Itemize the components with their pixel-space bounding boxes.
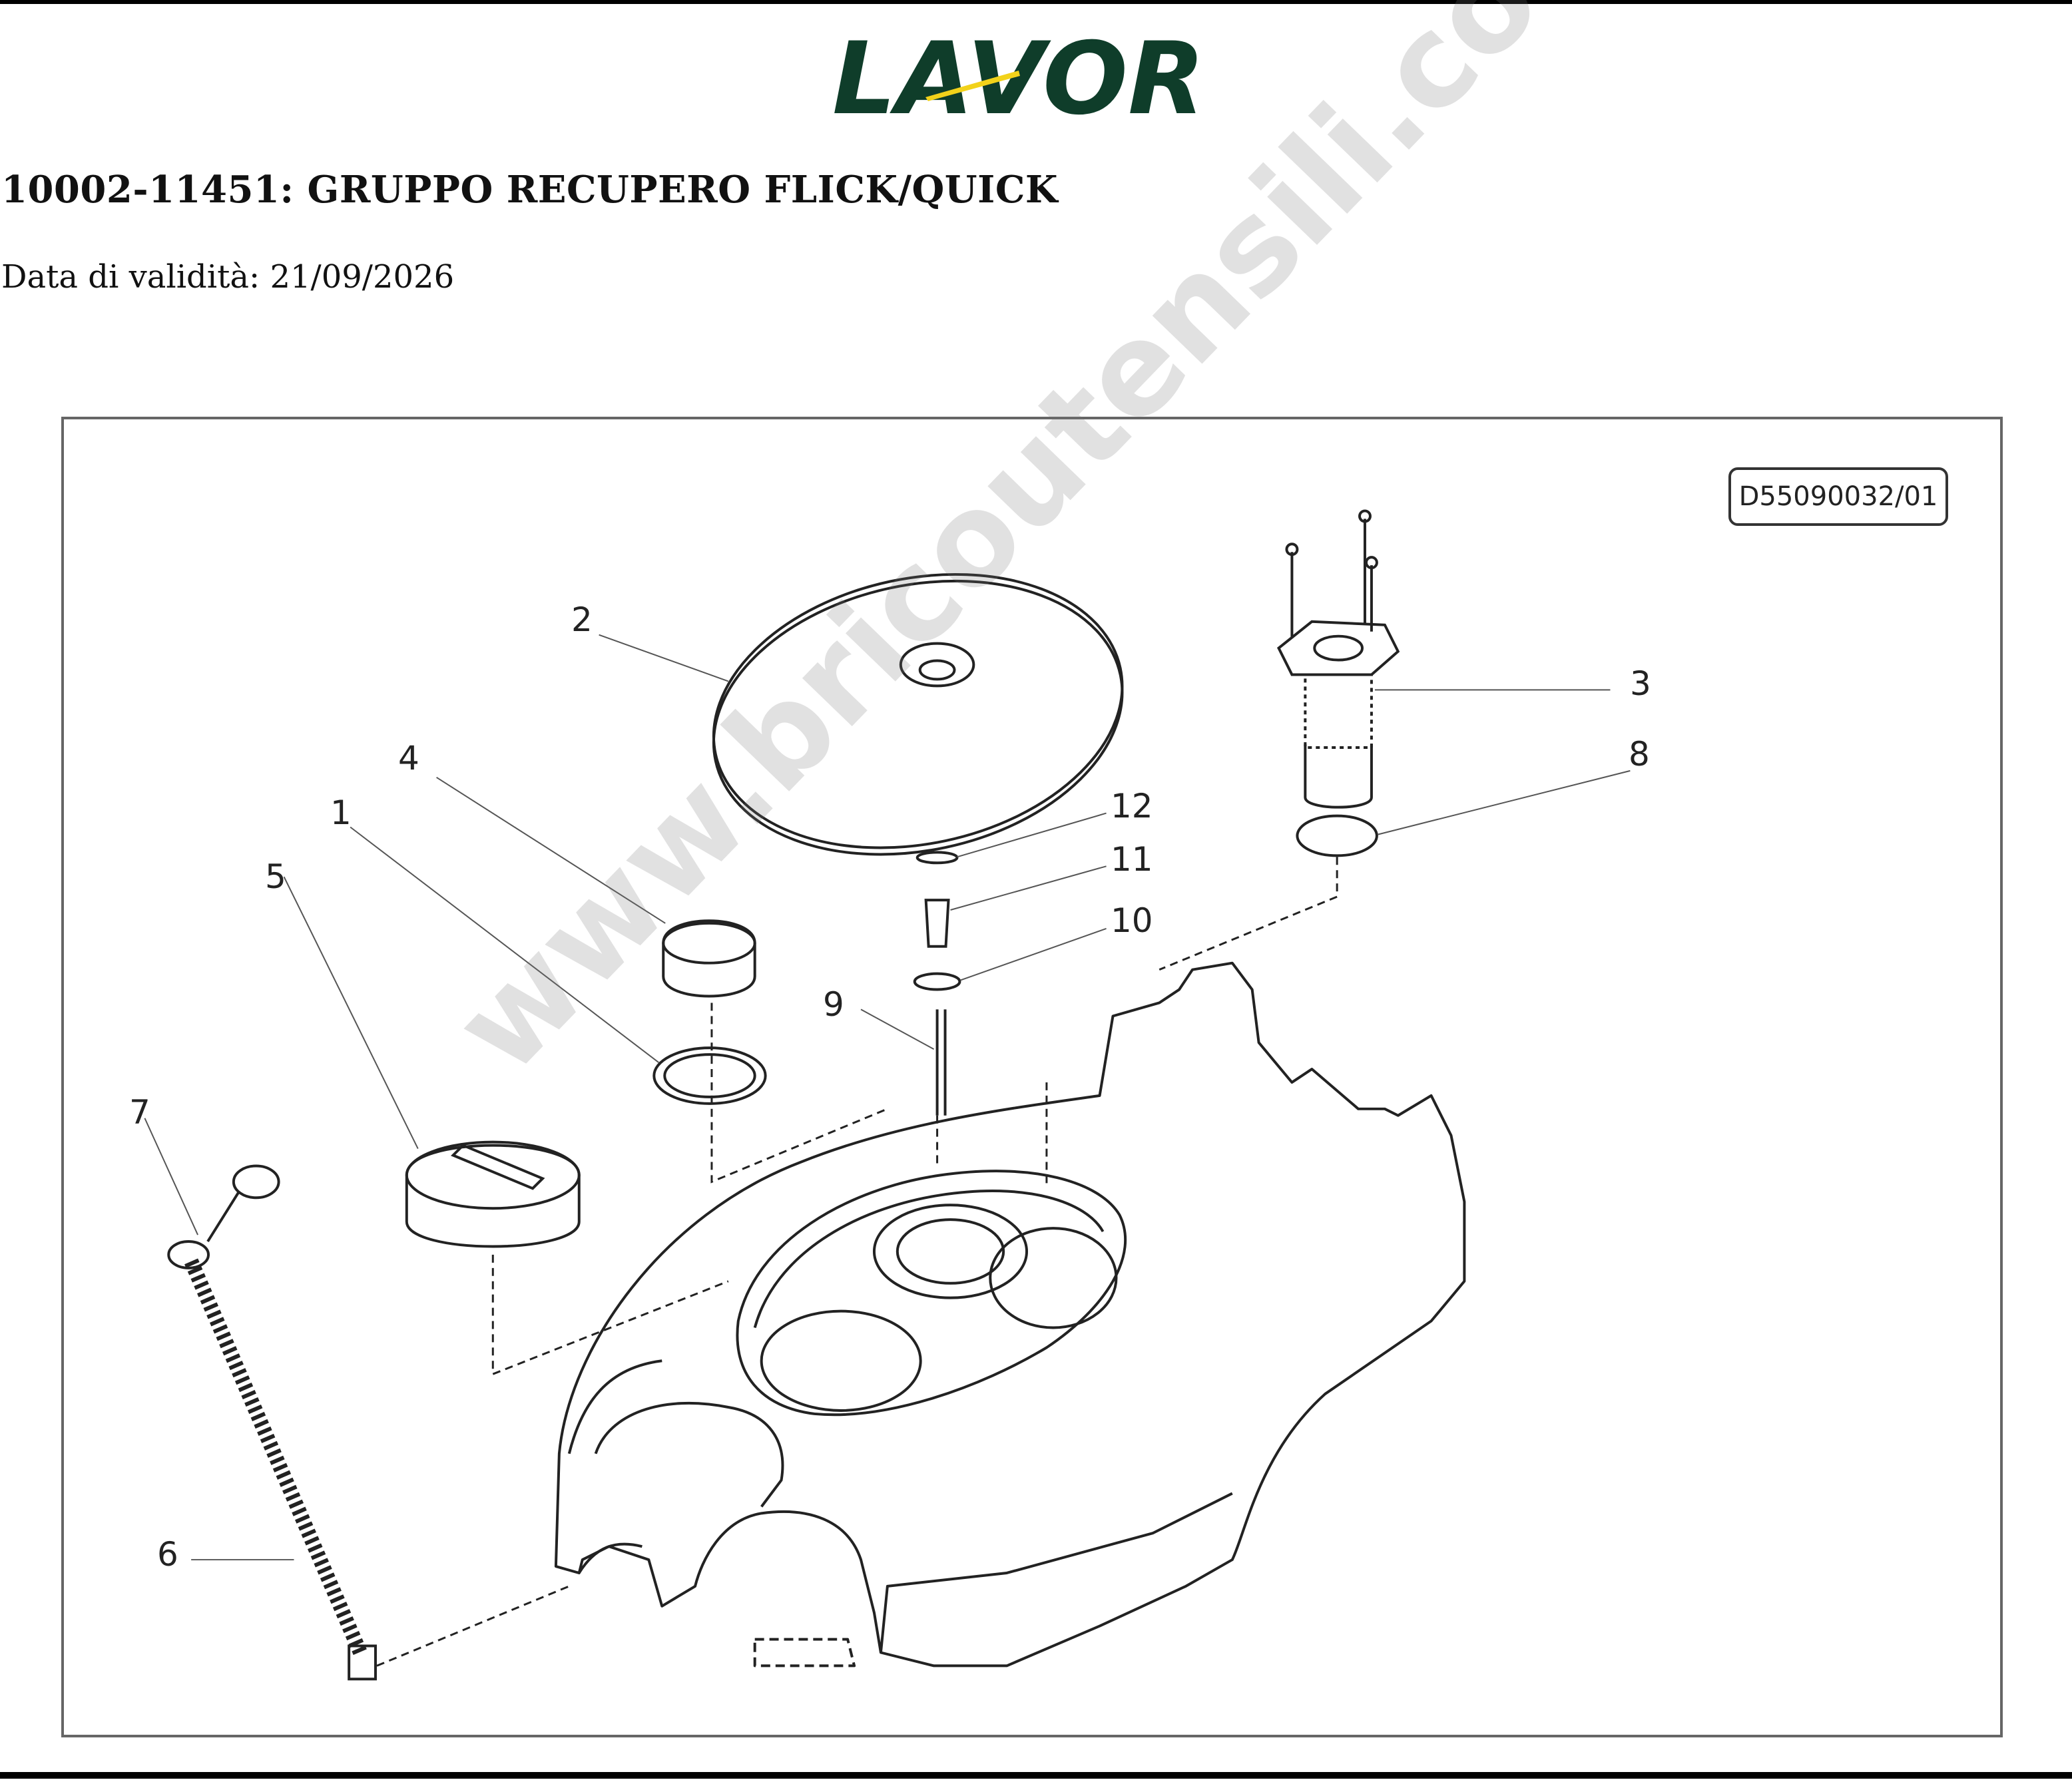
leader-12: [957, 812, 1107, 858]
assembly-line-2: [491, 1254, 729, 1376]
plug-5-top: [405, 1140, 581, 1210]
callout-3: 3: [1630, 664, 1651, 703]
page-title: 10002-11451: GRUPPO RECUPERO FLICK/QUICK: [1, 168, 1059, 212]
leader-1: [350, 826, 659, 1063]
lid-edge: [712, 579, 1124, 856]
leader-7: [144, 1118, 198, 1235]
callout-12: 12: [1111, 787, 1153, 825]
leader-2: [599, 634, 729, 682]
assembly-line-5: [376, 1585, 570, 1667]
tank-slot: [753, 1638, 856, 1668]
leader-11: [950, 865, 1107, 911]
screw-head-2: [1358, 509, 1372, 523]
plug-5-grip: [451, 1144, 545, 1190]
leader-5: [283, 876, 419, 1150]
callout-11: 11: [1111, 840, 1153, 879]
screw-head-1: [1285, 543, 1299, 557]
ring-8: [1296, 814, 1378, 857]
leader-10: [960, 927, 1107, 981]
callout-6: 6: [157, 1535, 178, 1574]
validity-date: Data di validità: 21/09/2026: [1, 258, 455, 296]
callout-8: 8: [1629, 735, 1650, 774]
callout-4: 4: [398, 739, 419, 778]
tank-front-pocket: [594, 1401, 784, 1508]
float-flange-hole: [1313, 634, 1364, 662]
lid: [712, 572, 1124, 849]
lid-knob: [899, 642, 975, 688]
float-flange: [1276, 620, 1400, 676]
bushing-11: [924, 899, 950, 948]
callout-9: 9: [823, 985, 844, 1024]
assembly-line-3: [1159, 857, 1338, 971]
screw-head-3: [1364, 556, 1378, 570]
lavor-logo: LAVOR: [832, 32, 1205, 125]
callout-10: 10: [1111, 901, 1153, 940]
callout-7: 7: [129, 1093, 150, 1132]
leader-8: [1378, 770, 1631, 835]
hose-cap-strap: [206, 1191, 240, 1243]
washer-12: [915, 851, 959, 865]
plug-5: [405, 1144, 581, 1248]
cap-4-top: [662, 921, 756, 965]
tank-opening-1-inner: [896, 1218, 1005, 1285]
bottom-rule: [0, 1772, 2072, 1779]
hose-cap-7: [232, 1164, 280, 1200]
ring-1-inner: [663, 1053, 756, 1098]
float-body: [1304, 744, 1373, 809]
tank-body: [554, 961, 1466, 1668]
lid-knob-inner: [918, 659, 956, 681]
cap-4: [662, 919, 756, 998]
drawing-code: D55090032/01: [1728, 467, 1948, 526]
hose-collar: [167, 1240, 210, 1269]
tank-inner-rim-2: [753, 1190, 1105, 1329]
tank-side-edge: [567, 1359, 662, 1574]
ring-1: [652, 1046, 767, 1105]
float-cage: [1304, 673, 1373, 749]
logo-wordmark: LAVOR: [832, 32, 1205, 125]
exploded-diagram: [61, 417, 2003, 1737]
callout-2: 2: [571, 600, 593, 639]
washer-10: [913, 972, 961, 991]
tank-opening-3: [760, 1309, 922, 1412]
tank-opening-1: [872, 1204, 1029, 1299]
top-rule: [0, 0, 2072, 4]
leader-9: [860, 1008, 935, 1050]
leader-4: [436, 776, 666, 924]
logo-swoosh: [925, 71, 1020, 101]
tank-lower-edge: [879, 1492, 1233, 1653]
tank-inner-rim: [736, 1170, 1127, 1417]
hose-end: [348, 1644, 377, 1681]
hose-6: [184, 1258, 368, 1656]
callout-1: 1: [330, 793, 352, 832]
tank-opening-2: [989, 1227, 1118, 1329]
assembly-line-1: [710, 1003, 888, 1184]
diagram-drawing: [144, 509, 1631, 1681]
callout-5: 5: [265, 857, 286, 896]
